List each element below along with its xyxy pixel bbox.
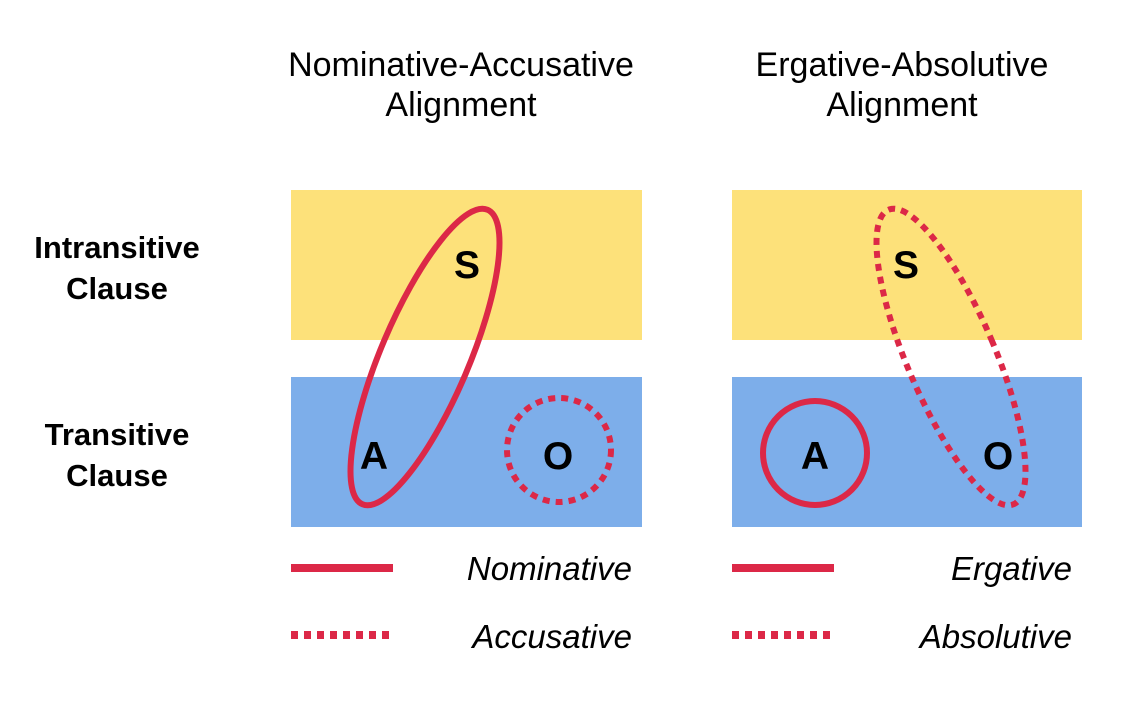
panel-2-title-line1: Ergative-Absolutive xyxy=(756,46,1049,84)
panel-1-role-a: A xyxy=(360,435,388,478)
panel-2-role-a: A xyxy=(801,435,829,478)
panel-1-transitive-band xyxy=(291,377,642,527)
panel-1-role-o: O xyxy=(543,435,573,478)
row-label-transitive-line1: Transitive xyxy=(45,417,190,452)
panel-1-role-s: S xyxy=(454,244,480,287)
panel-2-role-s: S xyxy=(893,244,919,287)
legend-nominative-label: Nominative xyxy=(467,550,632,587)
row-label-intransitive-line1: Intransitive xyxy=(34,230,199,265)
panel-nominative-accusative: Nominative-Accusative Alignment S A O No… xyxy=(288,46,642,655)
panel-2-absolutive-ellipse xyxy=(873,205,1029,509)
legend-ergative-label: Ergative xyxy=(951,550,1072,587)
panel-ergative-absolutive: Ergative-Absolutive Alignment S A O Erga… xyxy=(732,46,1082,655)
panel-1-nominative-ellipse xyxy=(347,205,503,509)
panel-1-accusative-circle xyxy=(504,395,614,505)
panel-2-title-line2: Alignment xyxy=(826,86,978,124)
panel-2-transitive-band xyxy=(732,377,1082,527)
panel-1-title-line1: Nominative-Accusative xyxy=(288,46,634,84)
legend-accusative-label: Accusative xyxy=(470,618,632,655)
panel-2-intransitive-band xyxy=(732,190,1082,340)
panel-1-title-line2: Alignment xyxy=(385,86,537,124)
legend-absolutive-label: Absolutive xyxy=(918,618,1072,655)
panel-2-ergative-circle xyxy=(760,398,870,508)
row-label-intransitive-line2: Clause xyxy=(66,271,168,306)
row-label-transitive-line2: Clause xyxy=(66,458,168,493)
panel-2-role-o: O xyxy=(983,435,1013,478)
